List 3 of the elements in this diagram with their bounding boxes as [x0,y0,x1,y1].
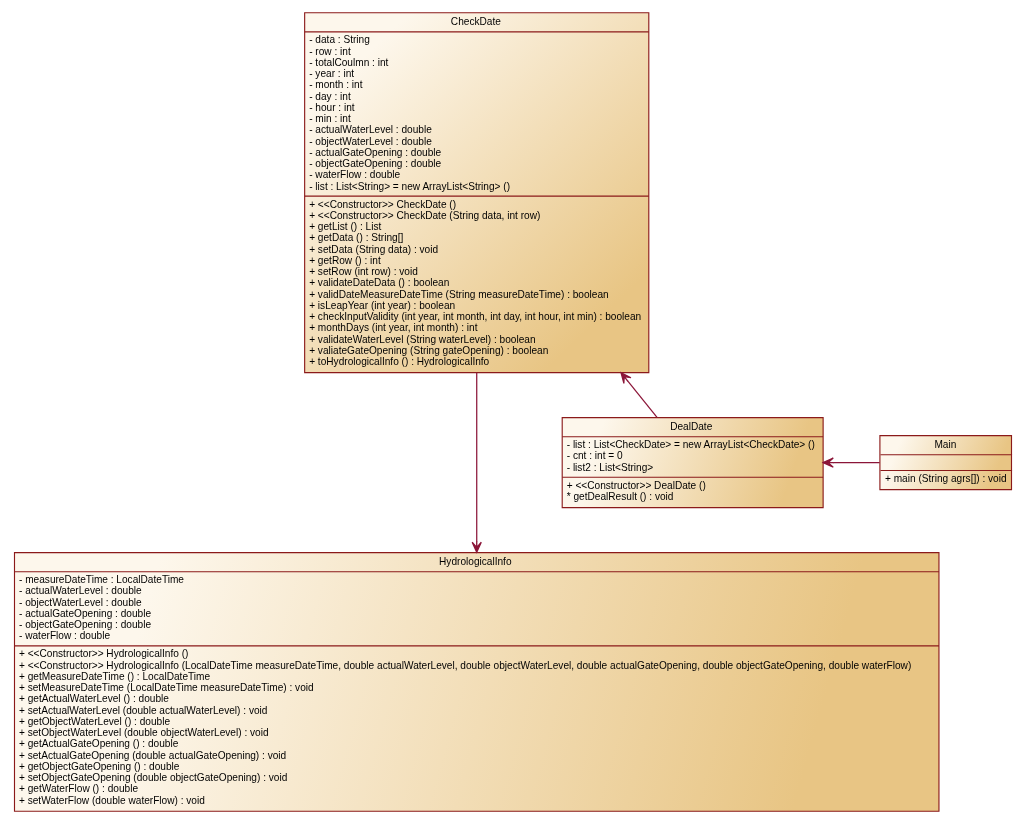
arrow [822,457,880,468]
arrow [471,372,482,553]
arrow [619,372,658,418]
